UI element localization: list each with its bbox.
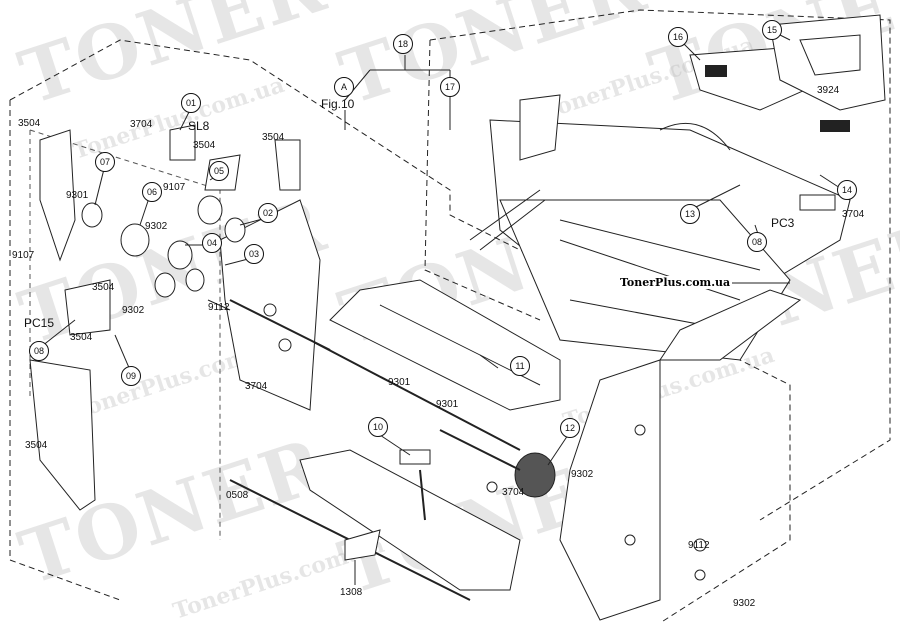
callout-05: 05 xyxy=(209,161,229,181)
right-side-frame xyxy=(560,360,660,620)
roller-12 xyxy=(515,453,555,497)
callout-ref-a: A xyxy=(334,77,354,97)
callout-08-left: 08 xyxy=(29,341,49,361)
callout-03: 03 xyxy=(244,244,264,264)
label-pc3: PC3 xyxy=(771,216,795,230)
callout-17: 17 xyxy=(440,77,460,97)
callout-15: 15 xyxy=(762,20,782,40)
callout-18: 18 xyxy=(393,34,413,54)
part-9302: 9302 xyxy=(122,305,145,316)
part-9302: 9302 xyxy=(571,469,594,480)
callout-04: 04 xyxy=(202,233,222,253)
part-0508: 0508 xyxy=(226,490,249,501)
part-3504: 3504 xyxy=(70,332,93,343)
site-banner: TonerPlus.com.ua xyxy=(618,276,733,289)
callout-10: 10 xyxy=(368,417,388,437)
part-3704: 3704 xyxy=(245,381,268,392)
part-3704: 3704 xyxy=(130,119,153,130)
label-pc15: PC15 xyxy=(24,316,55,330)
callout-13: 13 xyxy=(680,204,700,224)
callout-11: 11 xyxy=(510,356,530,376)
part-3504: 3504 xyxy=(193,140,216,151)
part-3924: 3924 xyxy=(817,85,840,96)
part-9301: 9301 xyxy=(388,377,411,388)
part-3504: 3504 xyxy=(18,118,41,129)
callout-16: 16 xyxy=(668,27,688,47)
right-group-boundary xyxy=(425,10,890,520)
part-3504: 3504 xyxy=(25,440,48,451)
part-3704: 3704 xyxy=(502,487,525,498)
lower-carriage xyxy=(300,450,520,590)
part-9112: 9112 xyxy=(208,302,230,313)
part-9112: 9112 xyxy=(688,540,710,551)
part-3504: 3504 xyxy=(262,132,285,143)
callout-01: 01 xyxy=(181,93,201,113)
part-9301: 9301 xyxy=(66,190,89,201)
lower-left-bracket xyxy=(30,360,95,510)
paper-guide-11 xyxy=(330,280,560,410)
part-9107: 9107 xyxy=(12,250,35,261)
callout-08-right: 08 xyxy=(747,232,767,252)
label-sl8: SL8 xyxy=(188,119,210,133)
part-3504: 3504 xyxy=(92,282,115,293)
part-9107: 9107 xyxy=(163,182,186,193)
part-9301: 9301 xyxy=(436,399,459,410)
part-9302: 9302 xyxy=(145,221,168,232)
callout-02: 02 xyxy=(258,203,278,223)
callout-12: 12 xyxy=(560,418,580,438)
left-group-boundary xyxy=(10,40,790,623)
callout-06: 06 xyxy=(142,182,162,202)
callout-14: 14 xyxy=(837,180,857,200)
part-9302: 9302 xyxy=(733,598,756,609)
callout-07: 07 xyxy=(95,152,115,172)
callout-09: 09 xyxy=(121,366,141,386)
part-1308: 1308 xyxy=(340,587,363,598)
figure-reference: Fig.10 xyxy=(321,97,355,111)
part-3704: 3704 xyxy=(842,209,865,220)
bracket-18 xyxy=(345,55,450,100)
left-bracket xyxy=(40,130,75,260)
